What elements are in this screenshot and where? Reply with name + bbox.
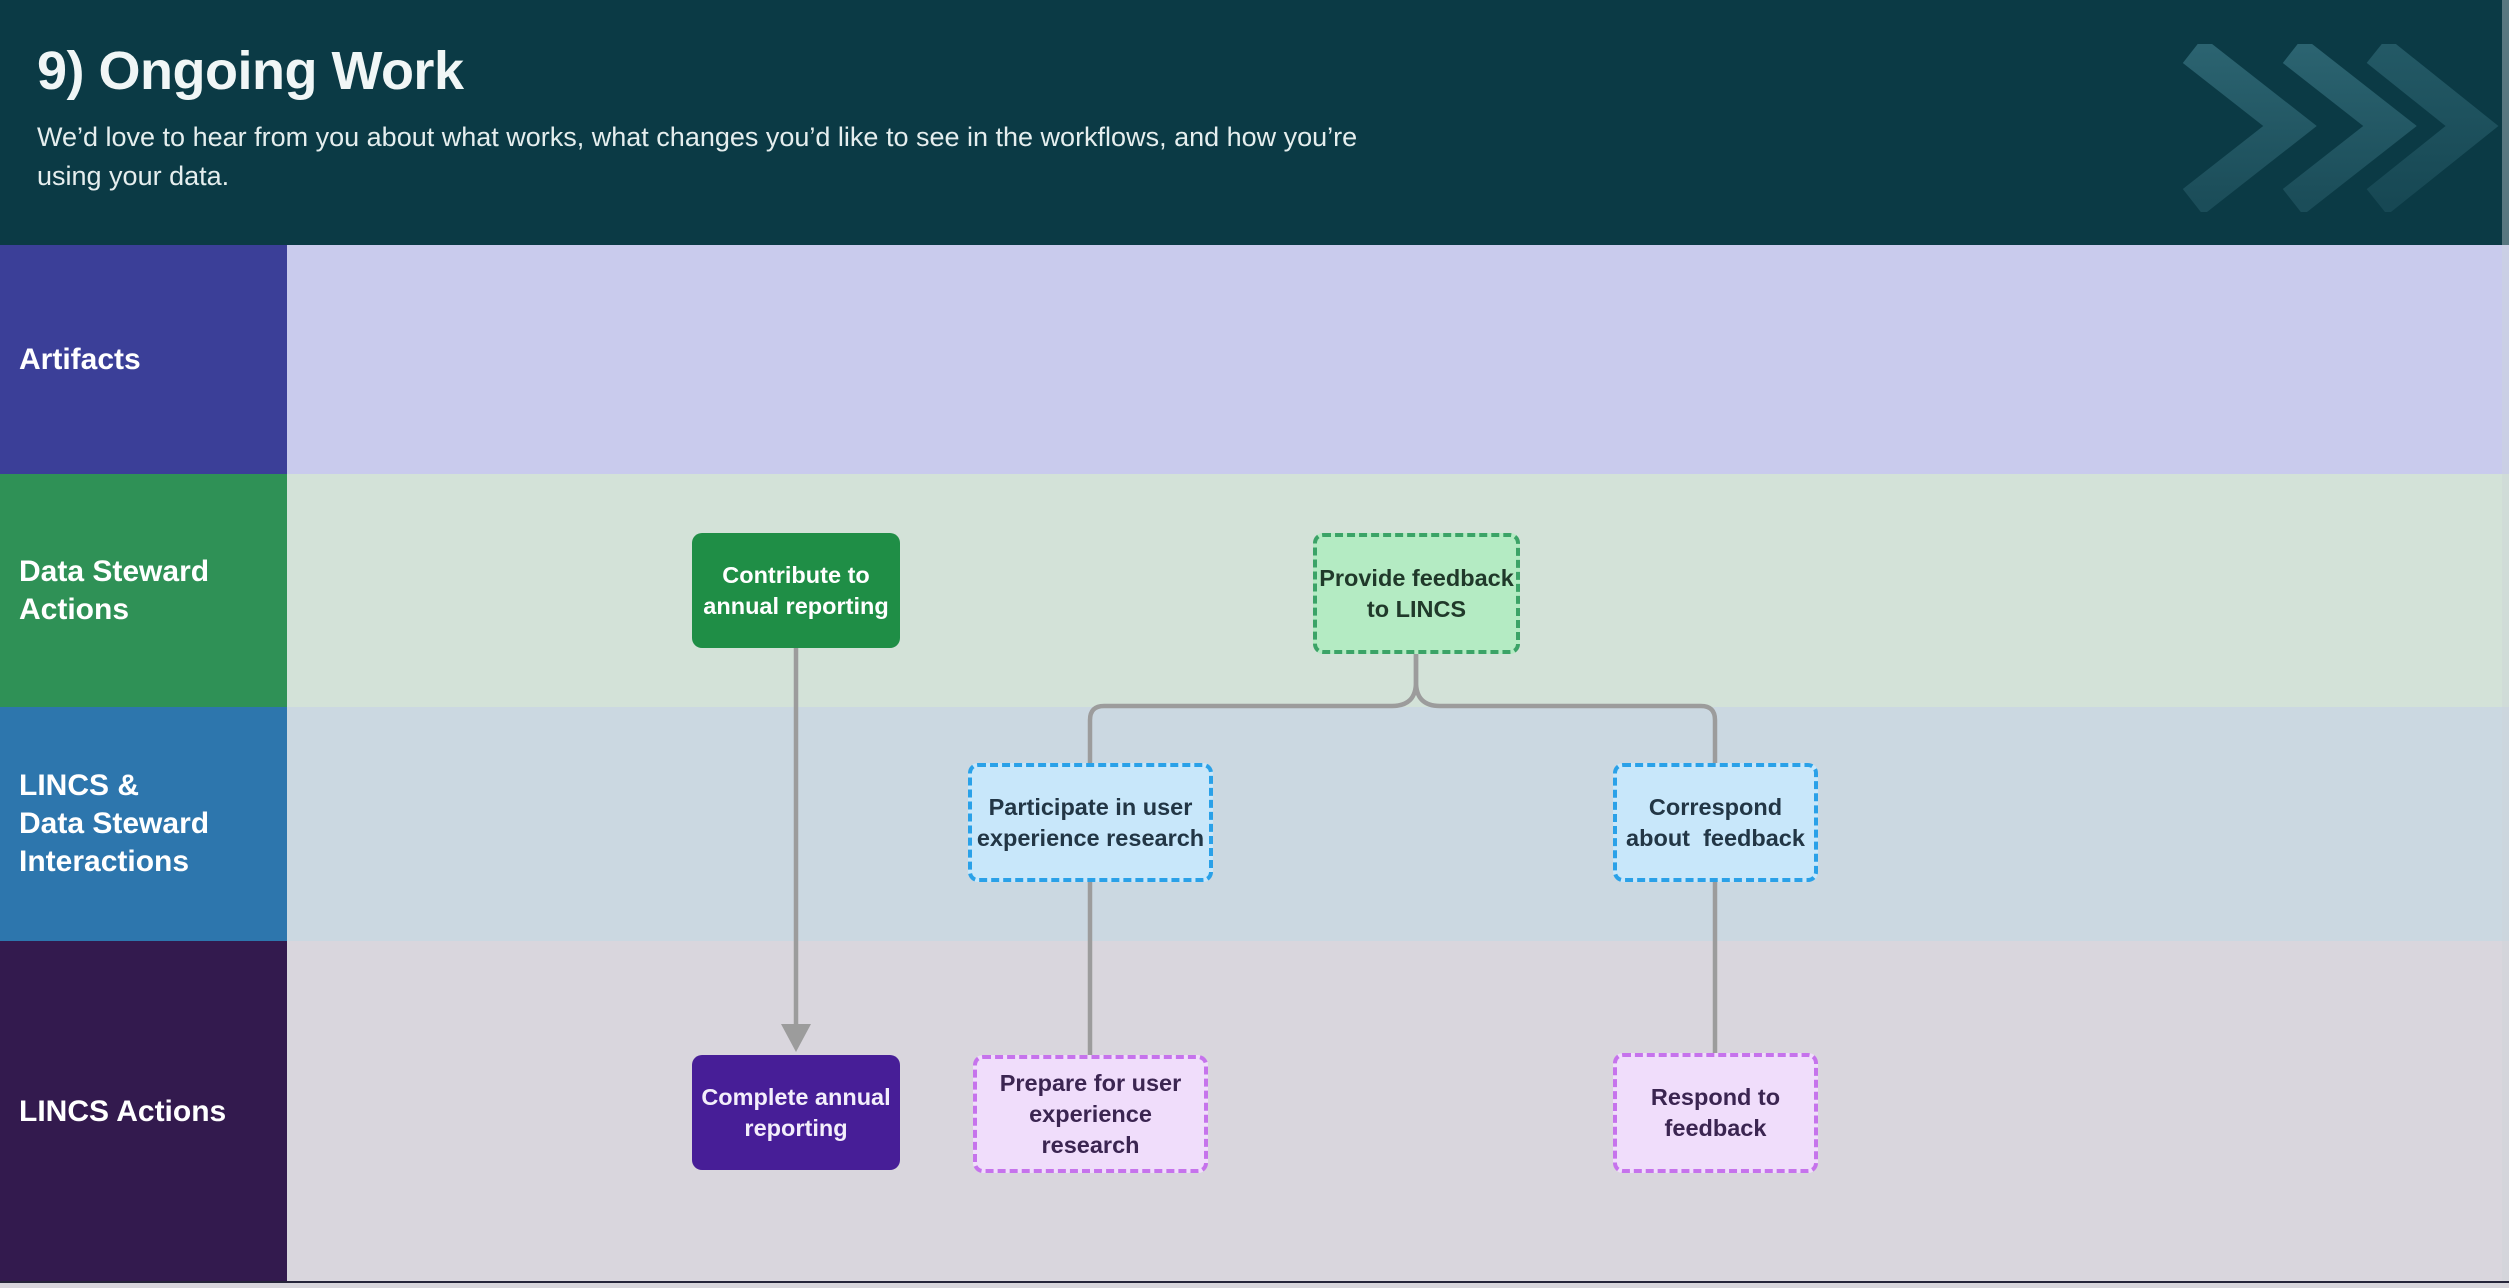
lane-lincs-data-steward-interactions: LINCS & Data Steward Interactions xyxy=(0,707,2509,941)
node-complete-annual-reporting: Complete annual reporting xyxy=(692,1055,900,1170)
node-prepare-for-user-experience-research: Prepare for user experience research xyxy=(973,1055,1208,1173)
page-title: 9) Ongoing Work xyxy=(37,41,464,101)
lane-artifacts: Artifacts xyxy=(0,245,2509,474)
node-correspond-about-feedback: Correspond about feedback xyxy=(1613,763,1818,882)
node-respond-to-feedback: Respond to feedback xyxy=(1613,1053,1818,1173)
chevron-2-icon xyxy=(2282,44,2417,212)
node-label: Correspond about feedback xyxy=(1626,793,1805,851)
lane-lincs-data-steward-interactions-label: LINCS & Data Steward Interactions xyxy=(0,707,287,941)
lane-lincs-actions-band xyxy=(287,941,2509,1283)
node-label: Respond to feedback xyxy=(1650,1084,1781,1141)
node-label: Participate in user experience research xyxy=(976,793,1205,851)
node-label: Prepare for user experience research xyxy=(999,1069,1182,1158)
slide-bottom-border xyxy=(0,1281,2509,1283)
node-label: Contribute to annual reporting xyxy=(703,561,889,619)
page-subtitle-line-1: We’d love to hear from you about what wo… xyxy=(37,122,1358,152)
lane-lincs-actions-label: LINCS Actions xyxy=(0,941,287,1283)
page-subtitle: We’d love to hear from you about what wo… xyxy=(37,118,1357,196)
right-edge-strip xyxy=(2502,0,2509,1283)
chevron-3-icon xyxy=(2366,44,2499,212)
node-label: Provide feedback to LINCS xyxy=(1319,564,1514,622)
lane-data-steward-actions-label: Data Steward Actions xyxy=(0,474,287,707)
node-provide-feedback-to-lincs: Provide feedback to LINCS xyxy=(1313,533,1520,654)
lane-lincs-data-steward-interactions-band xyxy=(287,707,2509,941)
lane-data-steward-actions: Data Steward Actions xyxy=(0,474,2509,707)
triple-chevron-right-icon xyxy=(2182,44,2499,212)
node-contribute-to-annual-reporting: Contribute to annual reporting xyxy=(692,533,900,648)
lane-artifacts-label: Artifacts xyxy=(0,245,287,474)
chevron-1-icon xyxy=(2182,44,2317,212)
node-label: Complete annual reporting xyxy=(701,1083,891,1141)
lane-lincs-actions: LINCS Actions xyxy=(0,941,2509,1283)
slide-header: 9) Ongoing Work We’d love to hear from y… xyxy=(0,0,2509,245)
bottom-edge-strip xyxy=(0,1283,2509,1288)
node-participate-in-user-experience-research: Participate in user experience research xyxy=(968,763,1213,882)
lane-artifacts-band xyxy=(287,245,2509,474)
page-subtitle-line-2: using your data. xyxy=(37,161,230,191)
